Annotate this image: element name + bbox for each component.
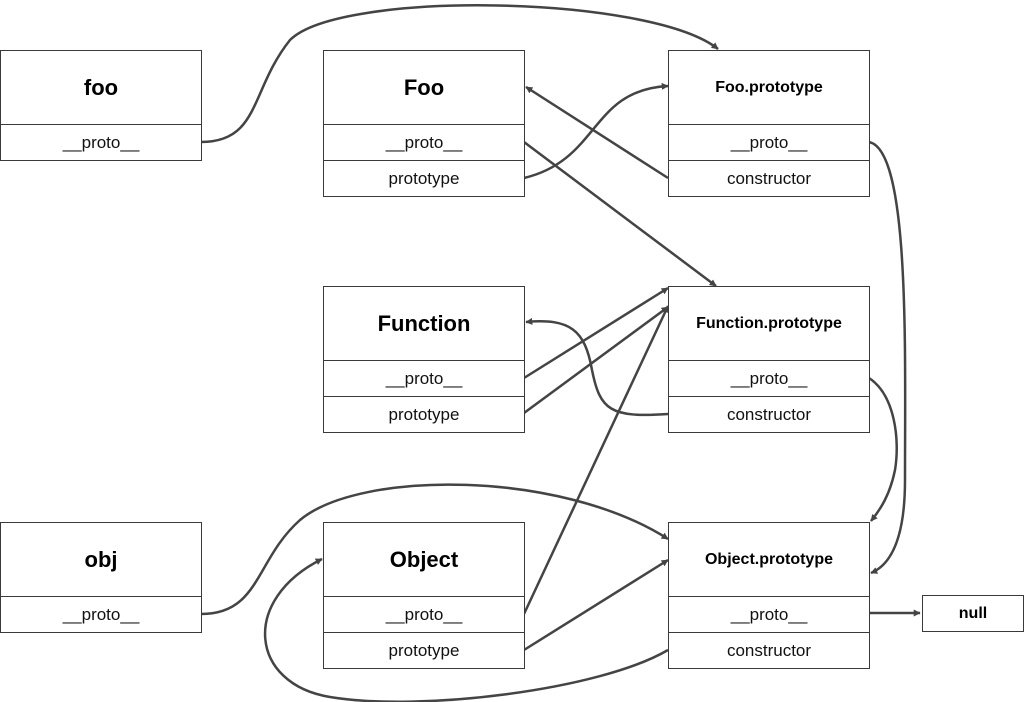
box-foo-title: foo: [83, 74, 119, 100]
arrow-FooPrototype-proto: [868, 140, 907, 575]
arrow-Object-proto: [522, 305, 670, 615]
box-FunctionPrototype: Function.prototype __proto__ constructor: [668, 286, 870, 433]
box-FooPrototype-constructor-row: constructor: [669, 160, 869, 196]
box-ObjectPrototype-proto-row: __proto__: [669, 596, 869, 632]
box-Object-title: Object: [389, 546, 459, 572]
box-obj-proto-row: __proto__: [1, 596, 201, 632]
box-Foo-prototype-row: prototype: [324, 160, 524, 196]
box-Object: Object __proto__ prototype: [323, 522, 525, 669]
box-FunctionPrototype-title: Function.prototype: [696, 314, 842, 332]
arrow-ObjectPrototype-constructor: [263, 557, 669, 702]
box-Function-proto-row: __proto__: [324, 360, 524, 396]
box-foo-proto-row: __proto__: [1, 124, 201, 160]
box-Object-prototype-row: prototype: [324, 632, 524, 668]
box-Foo-title: Foo: [403, 74, 445, 100]
arrow-FunctionPrototype-constructor: [525, 317, 669, 417]
box-Foo: Foo __proto__ prototype: [323, 50, 525, 197]
box-FooPrototype: Foo.prototype __proto__ constructor: [668, 50, 870, 197]
arrow-Function-proto: [523, 286, 669, 380]
box-null: null: [922, 595, 1024, 632]
box-ObjectPrototype: Object.prototype __proto__ constructor: [668, 522, 870, 669]
box-Function-prototype-row: prototype: [324, 396, 524, 432]
arrow-obj-proto: [200, 483, 669, 616]
box-obj-title: obj: [84, 546, 118, 572]
box-Foo-proto-row: __proto__: [324, 124, 524, 160]
arrow-Function-prototype: [523, 305, 669, 415]
arrow-Foo-prototype: [523, 82, 669, 180]
box-Object-proto-row: __proto__: [324, 596, 524, 632]
box-FooPrototype-title: Foo.prototype: [715, 78, 823, 96]
box-obj: obj __proto__: [0, 522, 202, 633]
box-FunctionPrototype-constructor-row: constructor: [669, 396, 869, 432]
box-ObjectPrototype-title: Object.prototype: [704, 550, 833, 568]
arrow-foo-proto: [200, 4, 719, 144]
arrow-FooPrototype-constructor: [525, 85, 669, 180]
box-foo: foo __proto__: [0, 50, 202, 161]
box-Function: Function __proto__ prototype: [323, 286, 525, 433]
box-FunctionPrototype-proto-row: __proto__: [669, 360, 869, 396]
arrow-Object-prototype: [523, 558, 669, 652]
box-FooPrototype-proto-row: __proto__: [669, 124, 869, 160]
box-ObjectPrototype-constructor-row: constructor: [669, 632, 869, 668]
arrow-Foo-proto: [523, 141, 717, 287]
box-Function-title: Function: [377, 310, 471, 336]
arrow-FunctionPrototype-proto: [868, 376, 898, 522]
